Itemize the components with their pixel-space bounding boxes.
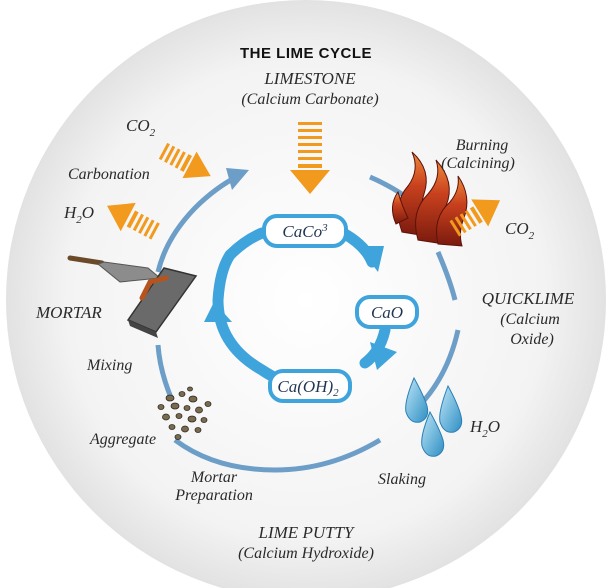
diagram-title: THE LIME CYCLE bbox=[240, 45, 372, 62]
limestone-label: LIMESTONE bbox=[263, 69, 356, 88]
lime-putty-detail: (Calcium Hydroxide) bbox=[238, 545, 374, 562]
quicklime-detail-2: Oxide) bbox=[510, 331, 554, 348]
caco3-sup: 3 bbox=[321, 222, 328, 234]
co2-out-label: CO2 bbox=[505, 219, 535, 242]
co2-in-arrow bbox=[158, 142, 211, 179]
flame-icon bbox=[392, 151, 468, 247]
caoh2-label: Ca(OH) bbox=[277, 377, 333, 396]
lime-putty-label: LIME PUTTY bbox=[258, 523, 355, 542]
co2-in-label: CO2 bbox=[126, 116, 156, 139]
limestone-detail: (Calcium Carbonate) bbox=[241, 91, 378, 108]
h2o-out-label: H2O bbox=[63, 203, 94, 226]
cao-box: CaO bbox=[355, 295, 419, 329]
outer-cycle-ring bbox=[155, 173, 461, 473]
outer-arrowhead bbox=[226, 168, 249, 190]
aggregate-icon bbox=[157, 386, 212, 440]
trowel-icon bbox=[67, 255, 162, 283]
burning-label: Burning bbox=[456, 137, 508, 154]
background-disc bbox=[6, 0, 606, 588]
inner-arrowhead-3 bbox=[204, 302, 232, 322]
cao-label: CaO bbox=[371, 303, 403, 322]
svg-text:Ca(OH)2: Ca(OH)2 bbox=[277, 377, 339, 399]
calcining-label: (Calcining) bbox=[441, 155, 515, 172]
aggregate-label: Aggregate bbox=[89, 431, 156, 448]
mortar-label: MORTAR bbox=[35, 303, 102, 322]
h2o-in-label: H2O bbox=[469, 417, 500, 440]
caco3-box: CaCo3 bbox=[262, 214, 348, 248]
caoh2-box: Ca(OH)2 bbox=[268, 369, 352, 403]
quicklime-detail-1: (Calcium bbox=[500, 311, 560, 328]
svg-text:CaCo3: CaCo3 bbox=[282, 222, 328, 241]
mortar-board-icon bbox=[126, 267, 198, 338]
inner-arrowhead-1 bbox=[358, 246, 384, 272]
mixing-label: Mixing bbox=[86, 357, 132, 374]
mortar-preparation-line1: Mortar bbox=[190, 469, 238, 486]
mortar-preparation-line2: Preparation bbox=[174, 487, 253, 504]
water-drops-icon bbox=[405, 376, 463, 457]
caco3-label: CaCo bbox=[282, 222, 322, 241]
carbonation-label: Carbonation bbox=[68, 166, 150, 183]
inner-arrowhead-2 bbox=[370, 342, 397, 370]
co2-out-arrow bbox=[449, 199, 501, 237]
caoh2-sub: 2 bbox=[333, 387, 339, 399]
h2o-out-arrow bbox=[107, 202, 160, 240]
slaking-label: Slaking bbox=[378, 471, 426, 488]
quicklime-label: QUICKLIME bbox=[482, 289, 575, 308]
limestone-input-arrow bbox=[290, 122, 330, 194]
